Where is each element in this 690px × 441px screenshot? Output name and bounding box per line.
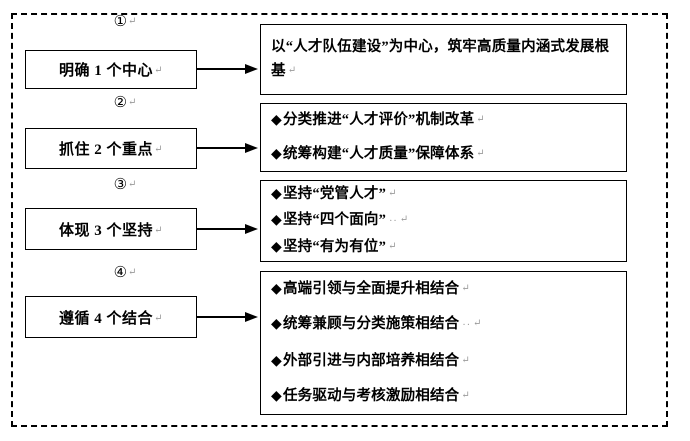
left-box-label-1: 明确 1 个中心↵ (59, 63, 163, 79)
return-mark-icon: ↵ (473, 318, 482, 330)
content-box-4[interactable]: ◆高端引领与全面提升相结合↵ ◆统筹兼顾与分类施策相结合··↵ ◆外部引进与内部… (260, 271, 627, 415)
content-box-2[interactable]: ◆分类推进“人才评价”机制改革↵ ◆统筹构建“人才质量”保障体系↵ (260, 103, 627, 172)
bullet-item: ◆任务驱动与考核激励相结合↵ (271, 386, 618, 407)
left-box-label-4: 遵循 4 个结合↵ (59, 310, 163, 327)
return-mark-icon: ↵ (388, 241, 397, 253)
index-number-3: ③ (113, 177, 128, 193)
arrow-3 (197, 224, 260, 235)
index-number-1: ① (113, 14, 128, 30)
return-mark-icon: ↵ (287, 65, 297, 76)
index-label-2: ②↵ (95, 95, 155, 111)
return-mark-icon: ↵ (399, 213, 409, 225)
bullet-item: ◆坚持“有为有位”↵ (271, 237, 618, 258)
arrow-head-icon (245, 312, 258, 322)
bullet-text: 坚持“有为有位” (282, 239, 387, 256)
arrow-shaft (197, 147, 249, 150)
arrow-1 (197, 64, 260, 75)
diamond-bullet-icon: ◆ (271, 146, 282, 162)
bullet-item: ◆高端引领与全面提升相结合↵ (271, 279, 618, 300)
bullet-item: ◆统筹兼顾与分类施策相结合··↵ (271, 314, 618, 336)
diamond-bullet-icon: ◆ (271, 317, 282, 333)
arrow-head-icon (245, 143, 258, 153)
trailing-dots: ·· (389, 215, 398, 227)
arrow-head-icon (245, 224, 258, 234)
return-mark-icon: ↵ (154, 65, 163, 76)
index-label-3: ③↵ (95, 177, 155, 193)
trailing-dots: ·· (462, 320, 472, 332)
arrow-shaft (197, 68, 249, 71)
return-mark-icon: ↵ (128, 16, 137, 27)
diamond-bullet-icon: ◆ (271, 212, 282, 228)
bullet-text: 坚持“党管人才” (282, 185, 387, 202)
bullet-item: ◆外部引进与内部培养相结合↵ (271, 351, 618, 372)
left-box-1[interactable]: 明确 1 个中心↵ (25, 50, 197, 89)
diamond-bullet-icon: ◆ (271, 353, 282, 369)
bullet-text: 外部引进与内部培养相结合 (282, 352, 460, 369)
bullet-item: ◆统筹构建“人才质量”保障体系↵ (271, 144, 618, 165)
return-mark-icon: ↵ (128, 267, 137, 278)
bullet-item: ◆坚持“四个面向”··↵ (271, 210, 618, 232)
left-box-label-2: 抓住 2 个重点↵ (59, 142, 163, 158)
return-mark-icon: ↵ (388, 187, 397, 199)
bullet-text: 统筹构建“人才质量”保障体系 (282, 145, 475, 162)
bullet-item: ◆分类推进“人才评价”机制改革↵ (271, 110, 618, 131)
bullet-text: 坚持“四个面向” (282, 211, 387, 228)
index-label-1: ①↵ (95, 14, 155, 30)
bullet-text: 分类推进“人才评价”机制改革 (282, 112, 475, 129)
content-box-1[interactable]: 以“人才队伍建设”为中心，筑牢高质量内涵式发展根基↵ (260, 24, 627, 95)
left-box-2[interactable]: 抓住 2 个重点↵ (25, 128, 197, 169)
left-box-label-3: 体现 3 个坚持↵ (59, 222, 163, 239)
index-number-4: ④ (113, 265, 128, 281)
content-box-3[interactable]: ◆坚持“党管人才”↵ ◆坚持“四个面向”··↵ ◆坚持“有为有位”↵ (260, 180, 627, 262)
index-label-4: ④↵ (95, 265, 155, 281)
return-mark-icon: ↵ (476, 147, 485, 159)
return-mark-icon: ↵ (461, 389, 470, 401)
return-mark-icon: ↵ (154, 144, 163, 155)
content-paragraph-1: 以“人才队伍建设”为中心，筑牢高质量内涵式发展根基↵ (271, 39, 610, 79)
return-mark-icon: ↵ (476, 114, 485, 126)
diamond-bullet-icon: ◆ (271, 113, 282, 129)
diamond-bullet-icon: ◆ (271, 186, 282, 202)
arrow-head-icon (245, 64, 258, 74)
bullet-text: 统筹兼顾与分类施策相结合 (282, 316, 460, 333)
bullet-text: 任务驱动与考核激励相结合 (282, 387, 460, 404)
bullet-text: 高端引领与全面提升相结合 (282, 281, 460, 298)
arrow-2 (197, 143, 260, 154)
arrow-shaft (197, 228, 249, 231)
arrow-shaft (197, 316, 249, 319)
diamond-bullet-icon: ◆ (271, 240, 282, 256)
return-mark-icon: ↵ (461, 354, 470, 366)
left-box-4[interactable]: 遵循 4 个结合↵ (25, 296, 197, 338)
index-number-2: ② (113, 95, 128, 111)
diamond-bullet-icon: ◆ (271, 388, 282, 404)
return-mark-icon: ↵ (154, 224, 163, 236)
diamond-bullet-icon: ◆ (271, 282, 282, 298)
return-mark-icon: ↵ (128, 179, 137, 190)
return-mark-icon: ↵ (154, 312, 163, 324)
arrow-4 (197, 312, 260, 323)
return-mark-icon: ↵ (461, 283, 470, 295)
left-box-3[interactable]: 体现 3 个坚持↵ (25, 208, 197, 250)
bullet-item: ◆坚持“党管人才”↵ (271, 184, 618, 205)
return-mark-icon: ↵ (128, 97, 137, 108)
